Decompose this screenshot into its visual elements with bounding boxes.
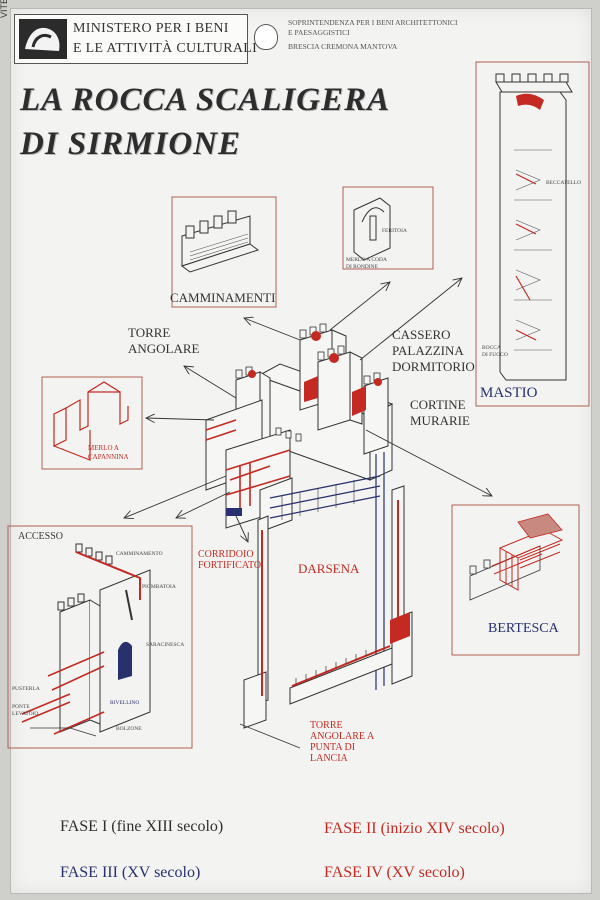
ministry-line-2: E LE ATTIVITÀ CULTURALI bbox=[73, 41, 258, 56]
tiny-ponte-1: PONTE bbox=[12, 704, 30, 710]
label-torre-angolare-1: TORRE bbox=[128, 325, 171, 340]
bertesca-panel bbox=[451, 504, 580, 656]
legend-fase-4: FASE IV (XV secolo) bbox=[324, 864, 465, 881]
mastio-panel bbox=[475, 61, 590, 407]
label-darsena: DARSENA bbox=[298, 561, 360, 576]
camminamenti-panel bbox=[171, 196, 277, 308]
label-torre-angolare-2: ANGOLARE bbox=[128, 341, 200, 356]
republic-emblem-icon bbox=[254, 24, 278, 50]
sopr-line-2: E PAESAGGISTICI bbox=[288, 28, 350, 37]
label-cassero-1: CASSERO bbox=[392, 327, 451, 342]
label-torre-punta-3: PUNTA DI bbox=[310, 742, 356, 753]
tiny-bocca-2: DI FUOCO bbox=[482, 352, 508, 358]
label-corridoio-2: FORTIFICATO bbox=[198, 560, 262, 571]
label-cassero-3: DORMITORIO bbox=[392, 359, 475, 374]
poster-title-line-1: LA ROCCA SCALIGERA bbox=[20, 82, 391, 118]
tiny-saracinesca: SARACINESCA bbox=[146, 642, 185, 648]
tiny-ponte-2: LEVATOIO bbox=[12, 711, 39, 717]
accesso-panel bbox=[7, 525, 193, 749]
ministry-logo-icon bbox=[19, 19, 67, 59]
label-mastio: MASTIO bbox=[480, 385, 538, 401]
merlo-panel bbox=[41, 376, 143, 470]
sopr-line-1: SOPRINTENDENZA PER I BENI ARCHITETTONICI bbox=[288, 18, 458, 27]
tiny-bocca-1: BOCCA bbox=[482, 345, 501, 351]
label-accesso: ACCESSO bbox=[18, 531, 64, 542]
ministry-line-1: MINISTERO PER I BENI bbox=[73, 21, 229, 36]
tiny-rivellino: RIVELLINO bbox=[110, 700, 140, 706]
tiny-merlo-detail-1: MERLO A CODA bbox=[346, 257, 387, 263]
tiny-piombatoia: PIOMBATOIA bbox=[142, 584, 176, 590]
sopr-line-3: BRESCIA CREMONA MANTOVA bbox=[288, 42, 398, 51]
tiny-feritoia: FERITOIA bbox=[382, 228, 407, 234]
feritoia-panel bbox=[342, 186, 434, 270]
label-merlo-2: CAPANNINA bbox=[88, 453, 129, 461]
label-torre-punta-1: TORRE bbox=[310, 720, 343, 731]
legend-fase-1: FASE I (fine XIII secolo) bbox=[60, 818, 224, 835]
label-corridoio-1: CORRIDOIO bbox=[198, 549, 254, 560]
tiny-merlo-detail-2: DI RONDINE bbox=[346, 264, 378, 270]
poster-title-line-2: DI SIRMIONE bbox=[20, 126, 241, 162]
tiny-camminamento: CAMMINAMENTO bbox=[116, 551, 163, 557]
label-cassero-2: PALAZZINA bbox=[392, 343, 464, 358]
label-merlo-1: MERLO A bbox=[88, 444, 119, 452]
ministry-logo-box: MINISTERO PER I BENI E LE ATTIVITÀ CULTU… bbox=[14, 14, 257, 64]
tiny-beccatello: BECCATELLO bbox=[546, 180, 582, 186]
tiny-pusterla: PUSTERLA bbox=[12, 686, 40, 692]
legend-fase-2: FASE II (inizio XIV secolo) bbox=[324, 820, 505, 837]
legend-fase-3: FASE III (XV secolo) bbox=[60, 864, 201, 881]
label-torre-punta-4: LANCIA bbox=[310, 753, 348, 764]
tiny-bolzone: BOLZONE bbox=[116, 726, 142, 732]
label-cortine-1: CORTINE bbox=[410, 397, 466, 412]
label-camminamenti: CAMMINAMENTI bbox=[170, 290, 276, 305]
label-torre-punta-2: ANGOLARE A bbox=[310, 731, 375, 742]
label-cortine-2: MURARIE bbox=[410, 413, 470, 428]
label-bertesca: BERTESCA bbox=[488, 621, 559, 636]
